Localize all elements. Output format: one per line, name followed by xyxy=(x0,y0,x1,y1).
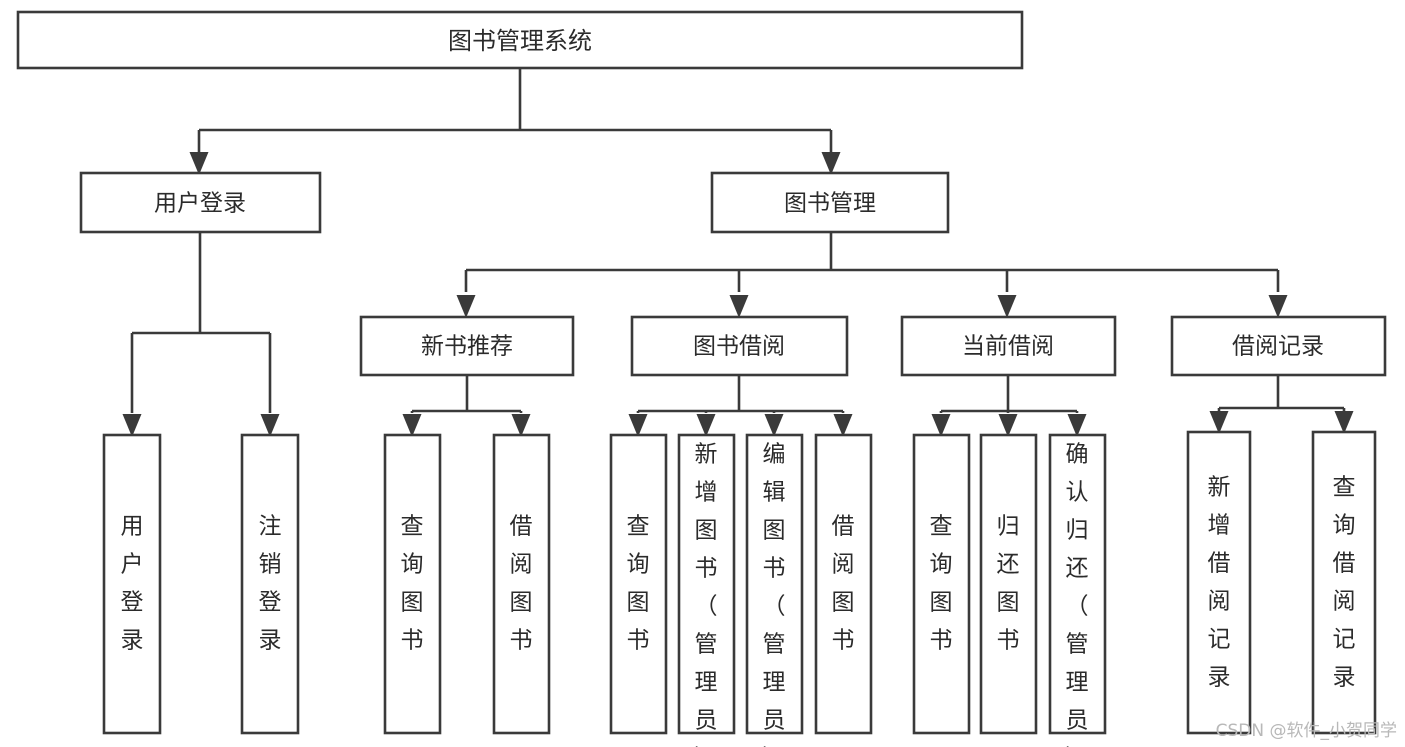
node-book-borrow-label: 图书借阅 xyxy=(693,334,785,360)
connector-group-user-login xyxy=(130,232,272,413)
leaf-new-book-1-label: 借阅图书 xyxy=(510,514,533,654)
arrow-to-new-book xyxy=(456,295,476,317)
node-root-label: 图书管理系统 xyxy=(448,27,592,55)
node-book-management-label: 图书管理 xyxy=(784,191,876,217)
node-new-book-recommend-label: 新书推荐 xyxy=(421,334,513,360)
leaf-book-borrow-1-label: 新增图书（管理员） xyxy=(695,442,718,747)
arrow-to-leaf-book-borrow-1 xyxy=(696,414,716,436)
node-user-login[interactable]: 用户登录 xyxy=(79,171,322,234)
leaf-book-borrow-1[interactable]: 新增图书（管理员） xyxy=(677,433,736,747)
leaf-user-login-1[interactable]: 注销登录 xyxy=(240,433,300,735)
arrow-to-book-mgmt xyxy=(821,152,841,174)
leaf-book-borrow-3[interactable]: 借阅图书 xyxy=(814,433,873,735)
node-root[interactable]: 图书管理系统 xyxy=(16,10,1024,70)
arrow-to-leaf-borrow-record-1 xyxy=(1334,411,1354,433)
leaf-current-borrow-2[interactable]: 确认归还（管理员） xyxy=(1048,433,1107,747)
arrow-to-leaf-book-borrow-0 xyxy=(628,414,648,436)
node-book-borrow[interactable]: 图书借阅 xyxy=(630,315,849,377)
leaf-book-borrow-0-label: 查询图书 xyxy=(627,514,650,654)
arrow-to-current-borrow xyxy=(997,295,1017,317)
leaf-current-borrow-1-label: 归还图书 xyxy=(997,514,1020,654)
leaf-book-borrow-0[interactable]: 查询图书 xyxy=(609,433,668,735)
node-user-login-label: 用户登录 xyxy=(154,191,246,217)
node-borrow-record[interactable]: 借阅记录 xyxy=(1170,315,1387,377)
leaf-borrow-record-1-label: 查询借阅记录 xyxy=(1333,475,1356,691)
arrow-to-leaf-user-login-0 xyxy=(122,414,142,436)
connector-group-root xyxy=(197,68,833,152)
leaf-book-borrow-2-label: 编辑图书（管理员） xyxy=(763,442,786,747)
connector-group-current-borrow xyxy=(939,375,1079,413)
arrow-to-leaf-book-borrow-3 xyxy=(833,414,853,436)
leaf-borrow-record-0[interactable]: 新增借阅记录 xyxy=(1186,430,1252,735)
leaf-new-book-0-label: 查询图书 xyxy=(401,514,424,654)
leaf-new-book-1[interactable]: 借阅图书 xyxy=(492,433,551,735)
node-borrow-record-label: 借阅记录 xyxy=(1232,334,1324,360)
arrow-to-book-borrow xyxy=(729,295,749,317)
arrow-to-leaf-new-book-0 xyxy=(402,414,422,436)
node-current-borrow[interactable]: 当前借阅 xyxy=(900,315,1117,377)
arrow-to-borrow-record xyxy=(1268,295,1288,317)
leaf-user-login-0[interactable]: 用户登录 xyxy=(102,433,162,735)
leaf-borrow-record-0-label: 新增借阅记录 xyxy=(1208,475,1231,691)
arrow-to-leaf-current-borrow-0 xyxy=(931,414,951,436)
arrow-to-leaf-user-login-1 xyxy=(260,414,280,436)
leaf-user-login-0-label: 用户登录 xyxy=(121,514,144,654)
connector-group-new-book xyxy=(410,375,523,413)
csdn-watermark: CSDN @软件_小贺同学 xyxy=(1215,721,1397,741)
node-book-management[interactable]: 图书管理 xyxy=(710,171,950,234)
node-new-book-recommend[interactable]: 新书推荐 xyxy=(359,315,575,377)
leaf-book-borrow-3-label: 借阅图书 xyxy=(832,514,855,654)
arrow-to-leaf-borrow-record-0 xyxy=(1209,411,1229,433)
connector-group-book-borrow xyxy=(636,375,845,413)
leaf-user-login-1-label: 注销登录 xyxy=(259,514,282,654)
leaf-current-borrow-0[interactable]: 查询图书 xyxy=(912,433,971,735)
node-current-borrow-label: 当前借阅 xyxy=(962,334,1054,360)
connector-group-book-mgmt xyxy=(464,232,1280,292)
leaf-current-borrow-2-label: 确认归还（管理员） xyxy=(1066,442,1089,747)
leaf-current-borrow-1[interactable]: 归还图书 xyxy=(979,433,1038,735)
leaf-current-borrow-0-label: 查询图书 xyxy=(930,514,953,654)
arrow-to-leaf-new-book-1 xyxy=(511,414,531,436)
arrow-to-leaf-book-borrow-2 xyxy=(764,414,784,436)
arrow-to-leaf-current-borrow-2 xyxy=(1067,414,1087,436)
arrow-to-user-login xyxy=(189,152,209,174)
leaf-book-borrow-2[interactable]: 编辑图书（管理员） xyxy=(745,433,804,747)
leaf-new-book-0[interactable]: 查询图书 xyxy=(383,433,442,735)
connector-group-borrow-record xyxy=(1217,375,1346,411)
leaf-borrow-record-1[interactable]: 查询借阅记录 xyxy=(1311,430,1377,735)
arrow-to-leaf-current-borrow-1 xyxy=(998,414,1018,436)
